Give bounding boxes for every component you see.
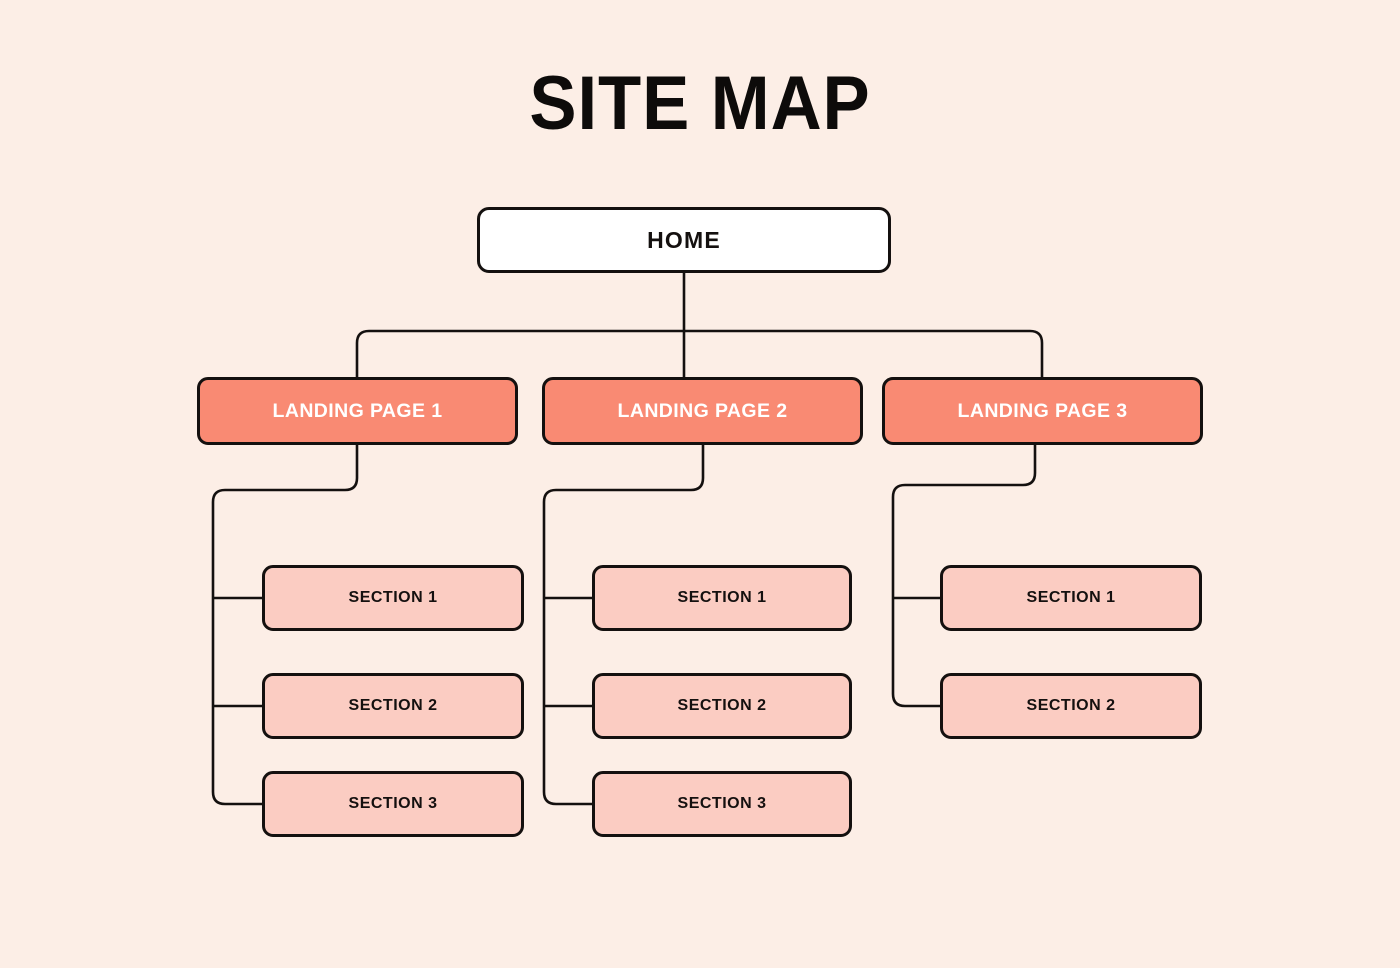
node-home-label: HOME (647, 226, 721, 253)
node-landing-1-section-2-label: SECTION 2 (348, 697, 438, 714)
connector-home-to-landing-3 (684, 329, 1044, 377)
node-landing-page-1-label: LANDING PAGE 1 (272, 399, 443, 422)
node-landing-page-3[interactable]: LANDING PAGE 3 (882, 377, 1203, 445)
node-landing-page-1[interactable]: LANDING PAGE 1 (197, 377, 518, 445)
node-landing-1-section-1-label: SECTION 1 (348, 589, 438, 606)
node-landing-2-section-1[interactable]: SECTION 1 (592, 565, 852, 631)
node-landing-2-section-2[interactable]: SECTION 2 (592, 673, 852, 739)
node-landing-1-section-2[interactable]: SECTION 2 (262, 673, 524, 739)
node-landing-3-section-2-label: SECTION 2 (1026, 697, 1116, 714)
node-landing-2-section-2-label: SECTION 2 (677, 697, 767, 714)
node-home[interactable]: HOME (477, 207, 891, 273)
node-landing-2-section-1-label: SECTION 1 (677, 589, 767, 606)
node-landing-page-2[interactable]: LANDING PAGE 2 (542, 377, 863, 445)
node-landing-2-section-3[interactable]: SECTION 3 (592, 771, 852, 837)
node-landing-3-section-1-label: SECTION 1 (1026, 589, 1116, 606)
connector-home-to-landing-1 (355, 329, 684, 377)
node-landing-page-3-label: LANDING PAGE 3 (957, 399, 1128, 422)
node-landing-2-section-3-label: SECTION 3 (677, 795, 767, 812)
node-landing-3-section-1[interactable]: SECTION 1 (940, 565, 1202, 631)
node-landing-1-section-1[interactable]: SECTION 1 (262, 565, 524, 631)
page-title: SITE MAP (529, 61, 871, 146)
node-landing-3-section-2[interactable]: SECTION 2 (940, 673, 1202, 739)
node-landing-page-2-label: LANDING PAGE 2 (617, 399, 788, 422)
node-landing-1-section-3[interactable]: SECTION 3 (262, 771, 524, 837)
node-landing-1-section-3-label: SECTION 3 (348, 795, 438, 812)
